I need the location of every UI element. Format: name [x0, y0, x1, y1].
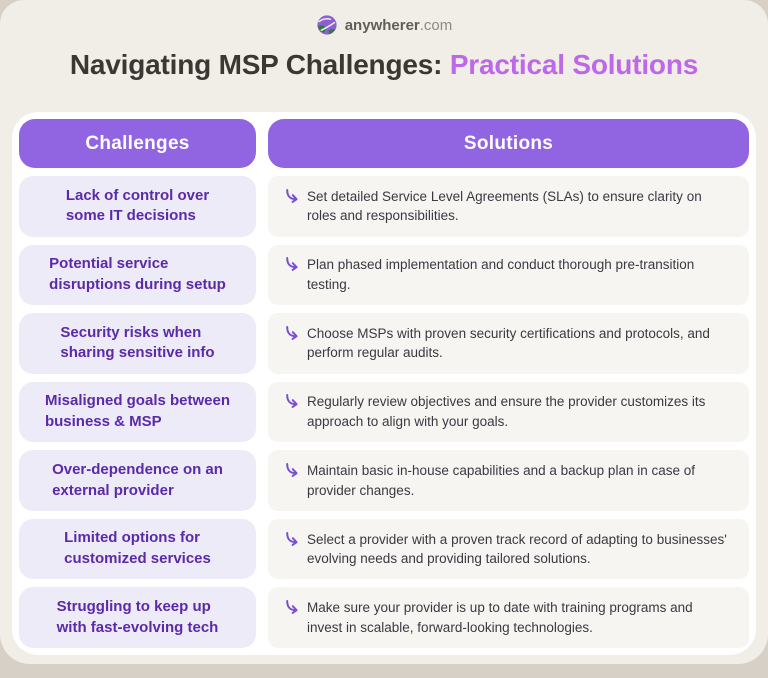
challenge-cell: Over-dependence on an external provider: [19, 450, 256, 511]
brand-name: anywherer.com: [345, 17, 453, 34]
challenge-line: disruptions during setup: [49, 275, 226, 293]
challenge-line: Security risks when: [60, 323, 202, 341]
challenge-line: customized services: [64, 550, 211, 568]
challenge-text: Struggling to keep up with fast-evolving…: [49, 597, 227, 638]
challenge-line: Over-dependence on an: [52, 460, 223, 478]
comparison-table-card: Challenges Solutions Lack of control ove…: [12, 112, 756, 655]
challenge-cell: Lack of control over some IT decisions: [19, 176, 256, 237]
curved-arrow-icon: [284, 394, 299, 409]
challenge-cell: Misaligned goals between business & MSP: [19, 381, 256, 443]
solution-cell: Set detailed Service Level Agreements (S…: [268, 176, 749, 237]
challenge-line: sharing sensitive info: [60, 344, 215, 362]
challenge-text: Potential service disruptions during set…: [41, 254, 234, 295]
challenge-line: Potential service: [49, 255, 169, 273]
solution-cell: Maintain basic in-house capabilities and…: [268, 450, 749, 511]
solution-text: Plan phased implementation and conduct t…: [307, 257, 695, 292]
solution-cell: Plan phased implementation and conduct t…: [268, 244, 749, 306]
comparison-table: Challenges Solutions Lack of control ove…: [19, 119, 749, 648]
curved-arrow-icon: [284, 531, 299, 547]
curved-arrow-icon: [284, 188, 299, 204]
challenge-line: Limited options for: [64, 529, 200, 547]
challenge-line: Misaligned goals between: [44, 392, 231, 410]
challenge-line: some IT decisions: [65, 207, 196, 225]
solution-text: Regularly review objectives and ensure t…: [307, 394, 706, 429]
curved-arrow-icon: [284, 325, 299, 341]
solution-text: Select a provider with a proven track re…: [307, 531, 727, 567]
challenge-line: Struggling to keep up: [56, 598, 211, 616]
challenge-text: Misaligned goals between business & MSP: [37, 391, 238, 432]
challenge-line: external provider: [52, 481, 174, 499]
brand-name-text: anywherer: [344, 16, 420, 34]
challenge-line: with fast-evolving tech: [56, 618, 219, 636]
solution-text: Maintain basic in-house capabilities and…: [307, 463, 695, 498]
challenge-text: Security risks when sharing sensitive in…: [52, 323, 222, 364]
challenge-text: Limited options for customized services: [56, 528, 219, 569]
page-title-accent: Practical Solutions: [449, 49, 699, 80]
solution-cell: Make sure your provider is up to date wi…: [268, 587, 749, 648]
curved-arrow-icon: [284, 257, 299, 272]
brand: anywherer.com: [0, 13, 768, 37]
solution-text: Make sure your provider is up to date wi…: [307, 600, 693, 635]
solution-cell: Regularly review objectives and ensure t…: [268, 381, 749, 443]
challenge-cell: Limited options for customized services: [19, 518, 256, 580]
globe-icon: [316, 14, 338, 36]
brand-suffix-text: .com: [419, 16, 453, 34]
page-header: anywherer.com Navigating MSP Challenges:…: [0, 0, 768, 82]
challenge-cell: Security risks when sharing sensitive in…: [19, 313, 256, 374]
solution-cell: Choose MSPs with proven security certifi…: [268, 313, 749, 374]
challenge-text: Over-dependence on an external provider: [44, 460, 231, 501]
challenge-text: Lack of control over some IT decisions: [58, 186, 217, 227]
challenge-cell: Potential service disruptions during set…: [19, 244, 256, 306]
solution-cell: Select a provider with a proven track re…: [268, 518, 749, 580]
challenge-line: Lack of control over: [65, 186, 210, 204]
curved-arrow-icon: [284, 463, 299, 478]
page-title: Navigating MSP Challenges: Practical Sol…: [0, 48, 768, 82]
page-title-prefix: Navigating MSP Challenges:: [69, 49, 450, 80]
challenges-column-header: Challenges: [19, 119, 256, 168]
solution-text: Choose MSPs with proven security certifi…: [307, 325, 710, 361]
solution-text: Set detailed Service Level Agreements (S…: [307, 188, 702, 224]
curved-arrow-icon: [284, 600, 299, 615]
challenge-line: business & MSP: [44, 412, 162, 430]
solutions-column-header: Solutions: [268, 119, 749, 168]
challenge-cell: Struggling to keep up with fast-evolving…: [19, 587, 256, 648]
